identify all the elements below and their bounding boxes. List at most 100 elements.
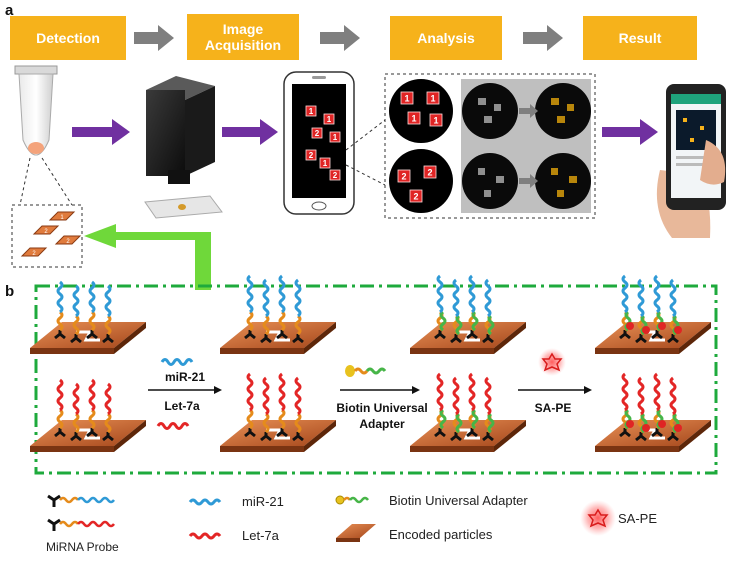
legend-encoded-particles: Encoded particles — [389, 527, 493, 542]
particle-code: 1 — [60, 215, 64, 221]
plate-side — [494, 420, 526, 452]
plate-blue-3 — [595, 274, 711, 354]
analysis-box — [384, 73, 596, 219]
strand — [436, 274, 444, 314]
stage-analysis-label: Analysis — [417, 30, 475, 46]
legend-let7a: Let-7a — [242, 528, 279, 543]
probe-anchor — [260, 334, 272, 344]
encoded-particle — [329, 169, 341, 181]
strand — [487, 412, 495, 434]
biotin-step-icon — [345, 365, 387, 377]
strand — [72, 314, 80, 336]
particle-code: 2 — [315, 129, 320, 138]
probe-anchor — [54, 330, 66, 340]
strand — [294, 376, 302, 416]
strand — [262, 278, 270, 318]
particle-code: 1 — [411, 113, 416, 123]
probe-anchor — [292, 432, 304, 442]
strand — [262, 376, 270, 416]
encoded-particle — [397, 169, 411, 183]
plate-side — [304, 322, 336, 354]
strand — [278, 372, 286, 412]
strand — [88, 408, 96, 430]
strand — [246, 310, 254, 332]
probe-anchor — [466, 330, 478, 340]
particle-code: 1 — [327, 115, 332, 124]
analysis-circle-top — [389, 79, 453, 143]
legend-sape-glow — [580, 500, 616, 536]
particle-code: 2 — [32, 251, 36, 257]
plate-blue-0 — [30, 280, 146, 354]
strand — [468, 372, 476, 412]
strand — [104, 382, 112, 416]
stage-arrows — [134, 25, 563, 51]
plate-side — [30, 446, 114, 452]
step-mir21-label: miR-21 — [164, 370, 205, 384]
stage-result: Result — [583, 16, 697, 60]
strand — [56, 280, 64, 314]
encoded-particle — [407, 111, 421, 125]
strand — [72, 412, 80, 434]
particle-code: 2 — [333, 171, 338, 180]
legend-sape-icon — [587, 508, 609, 528]
purple-arrow-3 — [602, 119, 658, 145]
sape-label — [674, 326, 682, 334]
plate-side — [679, 322, 711, 354]
step-let7a-label: Let-7a — [164, 399, 200, 413]
encoded-particle — [319, 157, 331, 169]
strand — [294, 278, 302, 318]
probe-anchor — [482, 334, 494, 344]
probe-anchor — [667, 432, 679, 442]
probe-anchor — [434, 330, 446, 340]
legend-probe-icons — [47, 494, 115, 531]
sape-label — [674, 424, 682, 432]
strand — [104, 412, 112, 434]
strand — [452, 278, 460, 318]
particle-code: 1 — [323, 159, 328, 168]
strand — [455, 412, 463, 434]
probe-anchor — [244, 330, 256, 340]
strand — [637, 376, 645, 416]
strand — [278, 274, 286, 314]
strand — [88, 378, 96, 412]
panel-a-label: a — [5, 2, 14, 19]
legend-particle-icon — [336, 524, 376, 542]
analysis-arrow-bottom — [519, 174, 538, 188]
legend-biotin-icon — [335, 495, 369, 505]
legend-mir21: miR-21 — [242, 494, 284, 509]
plate-side — [595, 348, 679, 354]
analysis-arrow-top — [519, 104, 538, 118]
probe-anchor — [434, 428, 446, 438]
strand — [439, 310, 447, 332]
plate-side — [494, 322, 526, 354]
plate-side — [410, 348, 494, 354]
green-return-arrow — [84, 224, 211, 290]
panel-b-frame — [34, 284, 718, 475]
strand — [637, 278, 645, 318]
strand — [56, 378, 64, 412]
stage-analysis: Analysis — [390, 16, 502, 60]
plate-red-1 — [220, 372, 336, 452]
particle-code: 2 — [44, 229, 48, 235]
stage-detection-label: Detection — [36, 30, 100, 46]
strand — [56, 408, 64, 430]
strand — [471, 310, 479, 332]
step-sape-label: SA-PE — [534, 401, 572, 415]
encoded-particle — [426, 91, 440, 105]
sape-label — [658, 420, 666, 428]
encoded-particle — [305, 105, 317, 117]
camera-icon — [144, 76, 223, 219]
stage-image-acquisition: Image Acquisition — [187, 14, 299, 60]
probe-anchor — [667, 334, 679, 344]
strand — [262, 412, 270, 434]
probe-anchor — [619, 428, 631, 438]
plate-side — [304, 420, 336, 452]
strand — [104, 314, 112, 336]
strand — [72, 382, 80, 416]
strand — [656, 310, 664, 332]
probe-anchor — [450, 334, 462, 344]
strand — [669, 278, 677, 318]
particle-code: 1 — [333, 133, 338, 142]
